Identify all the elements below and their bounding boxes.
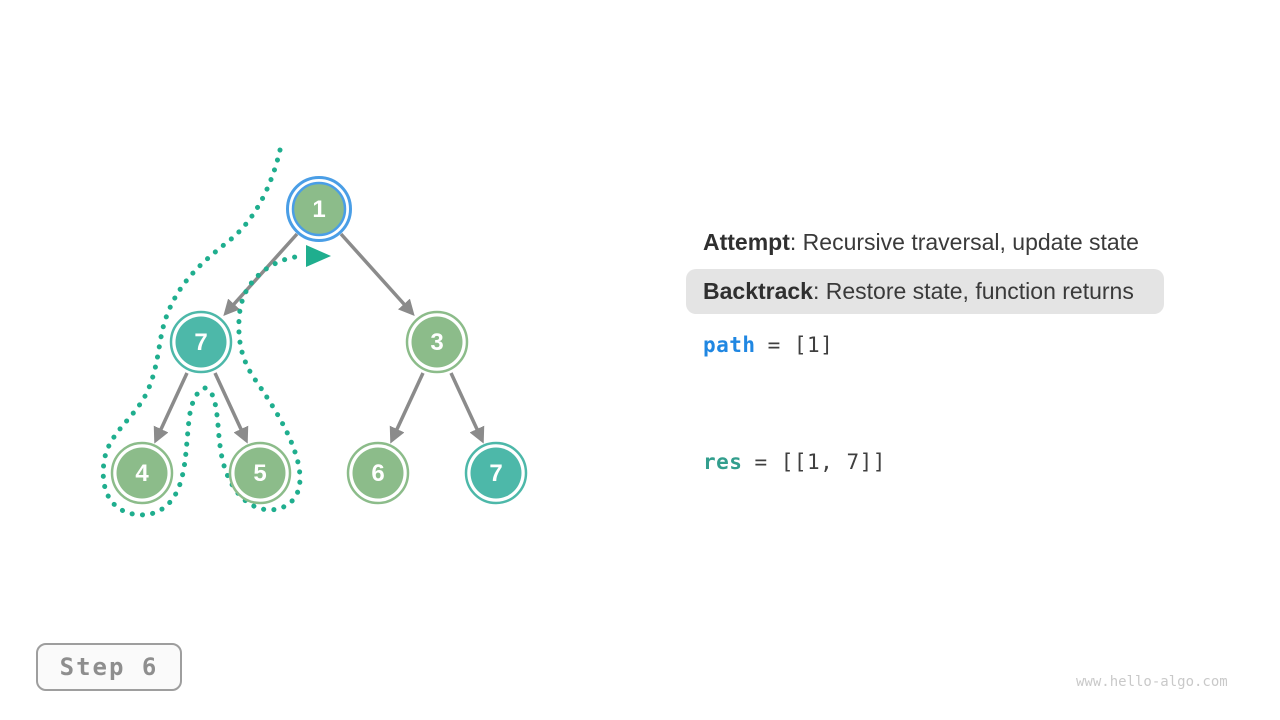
attempt-description: : Recursive traversal, update state [789, 229, 1139, 255]
edge-1-3 [339, 232, 415, 316]
attempt-legend-line: Attempt: Recursive traversal, update sta… [703, 229, 1139, 256]
tree-node-4: 4 [110, 441, 174, 505]
res-keyword: res [703, 450, 743, 474]
backtrack-trace-arrowhead-icon [306, 245, 331, 267]
res-variable-line: res = [[1, 7]] [703, 450, 886, 474]
edge-7-5 [213, 372, 249, 444]
edge-3-6 [389, 372, 425, 444]
tree-node-7-right-label: 7 [489, 460, 502, 487]
res-value: = [[1, 7]] [754, 450, 886, 474]
tree-node-6: 6 [346, 441, 410, 505]
tree-node-1-label: 1 [312, 196, 325, 223]
tree-node-3-label: 3 [430, 329, 443, 356]
tree-edges [153, 232, 485, 444]
watermark-url: www.hello-algo.com [1076, 674, 1228, 690]
edge-1-7 [223, 232, 299, 316]
backtrack-legend-highlight: Backtrack: Restore state, function retur… [686, 269, 1164, 314]
tree-node-5-label: 5 [253, 460, 266, 487]
path-value: = [1] [767, 333, 834, 357]
step-badge: Step 6 [36, 643, 182, 691]
tree-node-7-left-label: 7 [194, 329, 207, 356]
step-label: Step 6 [59, 653, 159, 681]
edge-7-4 [153, 372, 189, 444]
edge-3-7 [449, 372, 485, 444]
backtrack-label: Backtrack [703, 278, 813, 304]
path-variable-line: path = [1] [703, 333, 833, 357]
tree-node-7-right: 7 [464, 441, 528, 505]
path-keyword: path [703, 333, 756, 357]
backtrack-description: : Restore state, function returns [812, 278, 1134, 304]
tree-node-7-left: 7 [169, 310, 233, 374]
tree-node-5: 5 [228, 441, 292, 505]
tree-node-3: 3 [405, 310, 469, 374]
attempt-label: Attempt [703, 229, 790, 255]
tree-node-1-current: 1 [286, 176, 352, 242]
tree-node-4-label: 4 [135, 460, 149, 487]
backtrack-trace-path [100, 147, 306, 518]
tree-node-6-label: 6 [371, 460, 384, 487]
